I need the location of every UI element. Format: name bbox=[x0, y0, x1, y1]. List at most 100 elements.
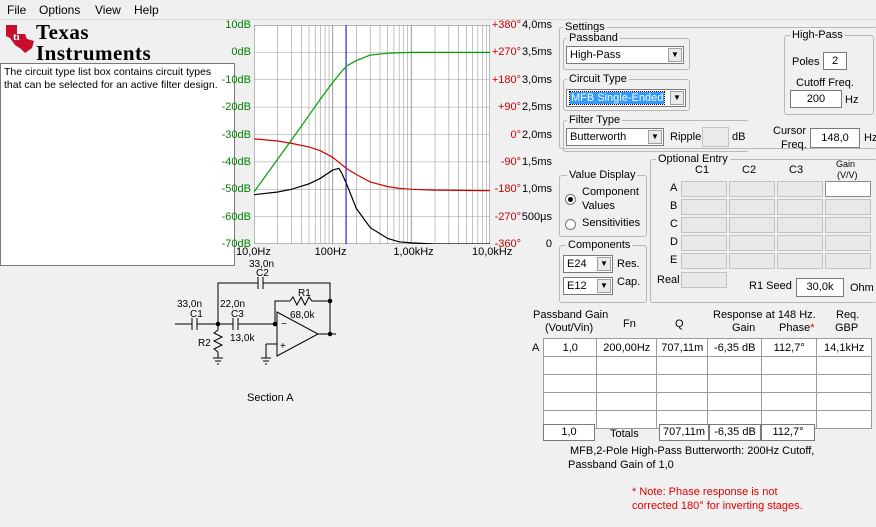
ripple-input[interactable] bbox=[702, 127, 729, 147]
menu-file[interactable]: File bbox=[7, 3, 27, 17]
resistor-series-select[interactable]: E24 ▼ bbox=[563, 255, 613, 273]
frequency-tick-label: 1,00kHz bbox=[393, 246, 434, 258]
c1-value: 33,0n bbox=[177, 299, 203, 310]
menu-help[interactable]: Help bbox=[134, 3, 159, 17]
menu-view[interactable]: View bbox=[95, 3, 121, 17]
phase-series bbox=[254, 138, 490, 192]
optional-row-label: B bbox=[670, 200, 678, 212]
cutoff-input[interactable]: 200 bbox=[790, 90, 842, 108]
optional-entry-cell[interactable] bbox=[729, 235, 775, 251]
optional-entry-cell[interactable] bbox=[729, 253, 775, 269]
total-phase-cell: 112,7° bbox=[761, 424, 815, 441]
phase-note-line1: * Note: Phase response is not bbox=[632, 486, 778, 498]
delay-tick-label: 1,5ms bbox=[522, 155, 552, 168]
poles-input[interactable]: 2 bbox=[823, 52, 847, 70]
circuit-type-label: Circuit Type bbox=[567, 73, 629, 85]
response-header: Response at 148 Hz. bbox=[713, 309, 816, 321]
optional-entry-cell[interactable] bbox=[825, 235, 871, 251]
chevron-down-icon[interactable]: ▼ bbox=[597, 257, 611, 271]
cursor-freq-label: Freq. bbox=[781, 139, 807, 151]
c2-label: C2 bbox=[256, 268, 269, 279]
optional-entry-cell[interactable] bbox=[681, 199, 727, 215]
components-title: Components bbox=[566, 239, 633, 251]
delay-tick-label: 2,0ms bbox=[522, 128, 552, 141]
cursor-freq-unit: Hz bbox=[864, 132, 876, 144]
optional-entry-cell[interactable] bbox=[825, 181, 871, 197]
optional-entry-group bbox=[650, 159, 876, 303]
node-dot bbox=[327, 331, 333, 337]
frequency-response-chart[interactable] bbox=[254, 25, 490, 244]
logo-line1: Texas bbox=[36, 20, 90, 44]
optional-entry-cell[interactable] bbox=[729, 217, 775, 233]
frequency-tick-label: 10,0Hz bbox=[236, 246, 271, 258]
optional-entry-cell[interactable] bbox=[729, 181, 775, 197]
optional-entry-cell[interactable] bbox=[777, 217, 823, 233]
poles-label: Poles bbox=[792, 56, 820, 68]
resistor-series-label: Res. bbox=[617, 258, 640, 270]
optional-entry-cell[interactable] bbox=[681, 217, 727, 233]
optional-entry-cell[interactable] bbox=[681, 181, 727, 197]
help-text-box[interactable]: The circuit type list box contains circu… bbox=[0, 63, 235, 266]
fn-header: Fn bbox=[623, 318, 636, 330]
passband-gain-units: (Vout/Vin) bbox=[545, 322, 594, 334]
r1-symbol bbox=[274, 295, 330, 324]
optional-entry-cell[interactable] bbox=[777, 199, 823, 215]
optional-entry-cell[interactable] bbox=[825, 199, 871, 215]
optional-row-label: A bbox=[670, 182, 678, 194]
col-c1-label: C1 bbox=[695, 164, 710, 176]
phase-tick-label: -180° bbox=[494, 183, 521, 196]
cutoff-unit: Hz bbox=[845, 94, 859, 106]
cursor-freq-input[interactable]: 148,0 bbox=[810, 128, 860, 148]
chevron-down-icon[interactable]: ▼ bbox=[648, 130, 662, 144]
value-display-title: Value Display bbox=[567, 169, 638, 181]
passband-gain-header: Passband Gain bbox=[533, 309, 609, 321]
chevron-down-icon[interactable]: ▼ bbox=[670, 91, 684, 105]
table-row bbox=[542, 374, 872, 393]
chevron-down-icon[interactable]: ▼ bbox=[597, 279, 611, 293]
c1-symbol bbox=[191, 318, 198, 330]
filter-type-select[interactable]: Butterworth▼ bbox=[566, 128, 664, 146]
circuit-schematic bbox=[175, 277, 336, 365]
opamp-minus: − bbox=[281, 319, 287, 330]
sensitivities-radio[interactable] bbox=[565, 219, 576, 230]
resistor-series-value: E24 bbox=[567, 258, 587, 270]
optional-entry-cell[interactable] bbox=[729, 199, 775, 215]
optional-entry-cell[interactable] bbox=[777, 235, 823, 251]
r2-value: 13,0k bbox=[230, 333, 255, 344]
optional-entry-cell[interactable] bbox=[777, 181, 823, 197]
circuit-type-value: MFB Single-Ended bbox=[568, 91, 666, 105]
circuit-type-select[interactable]: MFB Single-Ended ▼ bbox=[566, 89, 686, 107]
component-values-radio[interactable] bbox=[565, 194, 576, 205]
delay-tick-label: 3,5ms bbox=[522, 46, 552, 59]
optional-entry-cell[interactable] bbox=[681, 235, 727, 251]
gain-tick-label: 0dB bbox=[231, 46, 251, 59]
delay-tick-label: 2,5ms bbox=[522, 101, 552, 114]
optional-entry-cell[interactable] bbox=[825, 217, 871, 233]
gain-tick-label: -40dB bbox=[221, 155, 251, 168]
r1-seed-input[interactable]: 30,0k bbox=[796, 278, 844, 297]
real-input[interactable] bbox=[681, 272, 727, 288]
sensitivities-label: Sensitivities bbox=[582, 217, 641, 229]
delay-tick-label: 1,0ms bbox=[522, 183, 552, 196]
c3-value: 22,0n bbox=[220, 299, 246, 310]
table-row bbox=[542, 356, 872, 375]
row-a-label: A bbox=[532, 342, 540, 354]
menu-options[interactable]: Options bbox=[39, 3, 81, 17]
optional-entry-cell[interactable] bbox=[777, 253, 823, 269]
gain-tick-label: -20dB bbox=[221, 101, 251, 114]
passband-label: Passband bbox=[567, 32, 620, 44]
optional-entry-cell[interactable] bbox=[681, 253, 727, 269]
gain-header: Gain bbox=[732, 322, 756, 334]
gain-tick-label: -70dB bbox=[221, 238, 251, 250]
chevron-down-icon[interactable]: ▼ bbox=[668, 48, 682, 62]
phase-tick-label: +90° bbox=[497, 101, 521, 114]
capacitor-series-select[interactable]: E12▼ bbox=[563, 277, 613, 295]
optional-entry-cell[interactable] bbox=[825, 253, 871, 269]
passband-group bbox=[563, 38, 690, 70]
phase-header-text: Phase bbox=[779, 322, 811, 334]
passband-gain-cell: 1,0 bbox=[542, 338, 598, 357]
passband-select[interactable]: High-Pass▼ bbox=[566, 46, 684, 64]
gbp-header: GBP bbox=[835, 322, 859, 334]
gbp-cell: 14,1kHz bbox=[816, 338, 872, 357]
totals-label: Totals bbox=[610, 428, 639, 440]
